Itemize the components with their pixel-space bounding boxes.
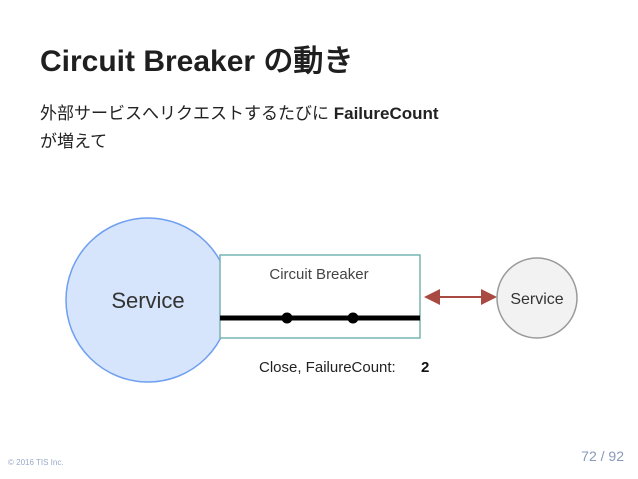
circuit-breaker-box <box>219 254 421 339</box>
body-line-1-prefix: 外部サービスへリクエストするたびに <box>40 104 334 123</box>
slide-title: Circuit Breaker の動き <box>40 45 354 78</box>
breaker-status-label: Close, FailureCount: <box>259 359 396 376</box>
body-line-1: 外部サービスへリクエストするたびに FailureCount <box>40 100 439 128</box>
right-service-circle <box>496 257 578 339</box>
switch-contact-left <box>281 312 293 324</box>
page-number: 72 / 92 <box>581 448 624 464</box>
left-service-label: Service <box>111 288 184 313</box>
right-service-label: Service <box>510 291 563 308</box>
circuit-breaker-label: Circuit Breaker <box>269 266 368 283</box>
copyright-footer: © 2016 TIS Inc. <box>8 458 64 467</box>
body-line-2: が増えて <box>40 132 108 151</box>
failure-count-value: 2 <box>421 359 429 376</box>
failurecount-term: FailureCount <box>333 104 439 123</box>
switch-contact-right <box>347 312 359 324</box>
body-text: 外部サービスへリクエストするたびに FailureCount が増えて <box>40 100 439 156</box>
